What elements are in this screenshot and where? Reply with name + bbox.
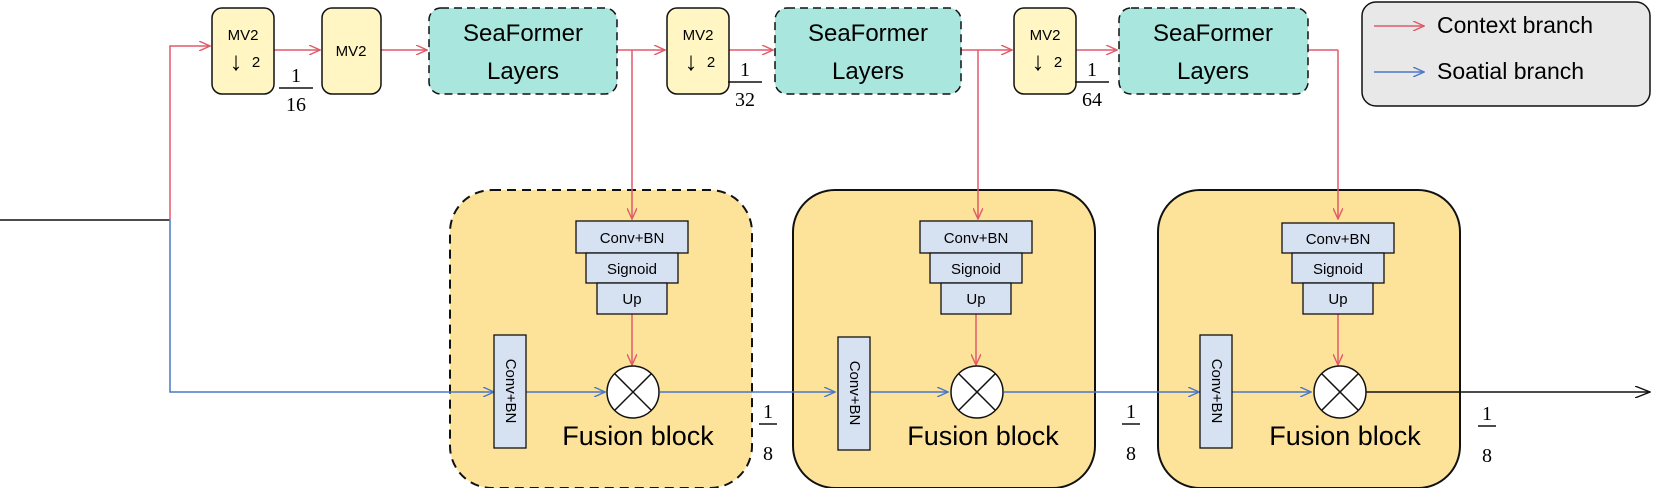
fusion-block-title: Fusion block xyxy=(907,421,1059,451)
svg-text:Conv+BN: Conv+BN xyxy=(1306,231,1371,248)
svg-text:2: 2 xyxy=(707,54,715,71)
svg-text:Layers: Layers xyxy=(487,58,559,85)
scale-fraction-1-8-a: 1 8 xyxy=(759,401,777,465)
svg-text:1: 1 xyxy=(763,401,773,423)
svg-text:8: 8 xyxy=(763,443,773,465)
svg-text:↓: ↓ xyxy=(230,46,243,76)
fusion-block-1-contents: Conv+BN Signoid Up Conv+BN Fusion block xyxy=(493,220,714,451)
svg-text:32: 32 xyxy=(735,89,755,111)
multiply-icon xyxy=(1313,365,1367,419)
svg-text:SeaFormer: SeaFormer xyxy=(1153,20,1273,47)
scale-fraction-1-32: 1 32 xyxy=(728,59,762,111)
svg-text:1: 1 xyxy=(740,59,750,81)
svg-text:1: 1 xyxy=(1087,59,1097,81)
up-box xyxy=(596,282,668,315)
side-conv-bn-box xyxy=(837,336,871,451)
scale-fraction-1-8-b: 1 8 xyxy=(1122,401,1140,465)
svg-text:Up: Up xyxy=(622,291,641,308)
scale-fraction-1-8-c: 1 8 xyxy=(1478,403,1496,467)
side-conv-bn-box xyxy=(1199,334,1233,449)
svg-text:↓: ↓ xyxy=(1032,46,1045,76)
svg-text:Layers: Layers xyxy=(832,58,904,85)
svg-text:SeaFormer: SeaFormer xyxy=(463,20,583,47)
multiply-icon xyxy=(606,365,660,419)
svg-text:1: 1 xyxy=(291,65,301,87)
svg-text:2: 2 xyxy=(1054,54,1062,71)
mv2-down-block-3: MV2 ↓ 2 xyxy=(1013,7,1077,95)
up-box xyxy=(1302,282,1374,315)
svg-text:Conv+BN: Conv+BN xyxy=(846,361,863,426)
svg-text:MV2: MV2 xyxy=(683,27,714,44)
sigmoid-box xyxy=(1291,252,1385,284)
seaformer-layers-3: SeaFormer Layers xyxy=(1118,7,1309,95)
spatial-branch-wires xyxy=(169,220,1311,392)
multiply-icon xyxy=(950,365,1004,419)
fusion-block-title: Fusion block xyxy=(562,421,714,451)
mv2-down-block-1: MV2 ↓ 2 xyxy=(211,7,275,95)
side-conv-bn-box xyxy=(493,334,527,449)
svg-text:Conv+BN: Conv+BN xyxy=(600,230,665,247)
svg-text:8: 8 xyxy=(1482,445,1492,467)
svg-text:Up: Up xyxy=(966,291,985,308)
svg-text:Signoid: Signoid xyxy=(951,261,1001,278)
up-box xyxy=(940,282,1012,315)
seaformer-layers-1: SeaFormer Layers xyxy=(428,7,618,95)
svg-text:2: 2 xyxy=(252,54,260,71)
svg-text:Signoid: Signoid xyxy=(607,261,657,278)
svg-text:MV2: MV2 xyxy=(336,43,367,60)
svg-text:Signoid: Signoid xyxy=(1313,261,1363,278)
svg-text:64: 64 xyxy=(1082,89,1102,111)
svg-text:Up: Up xyxy=(1328,291,1347,308)
svg-text:MV2: MV2 xyxy=(1030,27,1061,44)
svg-text:Conv+BN: Conv+BN xyxy=(502,359,519,424)
svg-text:8: 8 xyxy=(1126,443,1136,465)
legend-spatial-label: Soatial branch xyxy=(1437,58,1584,84)
conv-bn-box xyxy=(1281,222,1395,254)
sigmoid-box xyxy=(585,252,679,284)
seaformer-layers-2: SeaFormer Layers xyxy=(774,7,962,95)
scale-fraction-1-64: 1 64 xyxy=(1075,59,1109,111)
mv2-block: MV2 xyxy=(321,7,382,95)
svg-text:MV2: MV2 xyxy=(228,27,259,44)
scale-fraction-1-16: 1 16 xyxy=(279,65,313,116)
mv2-down-block-2: MV2 ↓ 2 xyxy=(666,7,730,95)
svg-text:1: 1 xyxy=(1482,403,1492,425)
svg-text:1: 1 xyxy=(1126,401,1136,423)
conv-bn-box xyxy=(919,220,1033,254)
svg-text:↓: ↓ xyxy=(685,46,698,76)
legend: Context branch Soatial branch xyxy=(1361,1,1651,107)
fusion-block-2-contents: Conv+BN Signoid Up Conv+BN Fusion block xyxy=(837,220,1059,451)
legend-context-label: Context branch xyxy=(1437,12,1593,38)
svg-text:Conv+BN: Conv+BN xyxy=(944,230,1009,247)
conv-bn-box xyxy=(575,220,689,254)
svg-text:SeaFormer: SeaFormer xyxy=(808,20,928,47)
fusion-block-title: Fusion block xyxy=(1269,421,1421,451)
context-branch-wires xyxy=(169,46,1338,365)
svg-text:Conv+BN: Conv+BN xyxy=(1208,359,1225,424)
svg-text:Layers: Layers xyxy=(1177,58,1249,85)
fusion-block-3-contents: Conv+BN Signoid Up Conv+BN Fusion block xyxy=(1199,222,1421,451)
svg-text:16: 16 xyxy=(286,94,306,116)
